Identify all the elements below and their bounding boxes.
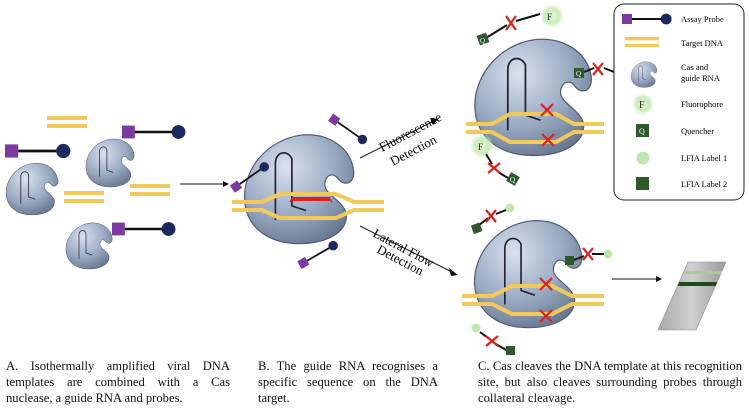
assay-probe-a2	[120, 123, 187, 141]
panel-a-illustration	[3, 116, 187, 270]
quencher-symbol: Q	[480, 37, 485, 45]
legend-target-dna: Target DNA	[681, 38, 724, 48]
caption-a: A. Isothermally amplified viral DNA temp…	[6, 359, 230, 405]
arrow-a-to-b	[180, 181, 229, 187]
assay-probe-a3	[110, 220, 177, 238]
cas-protein-c-top	[473, 38, 593, 157]
arrow-fluorescence	[359, 118, 438, 159]
quencher-icon	[636, 124, 649, 137]
panel-c-fluorescence: Q F Q F Q F	[466, 4, 634, 186]
arrow-lateral-flow	[359, 225, 458, 276]
fluorophore-icon-letter: F	[639, 100, 645, 111]
assay-probe-a1	[3, 142, 72, 160]
target-dna-a2	[130, 184, 170, 196]
legend-fluorophore: Fluorophore	[681, 99, 723, 109]
panel-c-lateral-flow	[462, 203, 727, 355]
quencher-symbol: Q	[576, 70, 581, 78]
quencher-icon-letter: Q	[639, 127, 645, 136]
target-dna-a1	[47, 116, 87, 128]
cas-protein-a3	[65, 222, 113, 270]
cas-protein-a2	[85, 138, 135, 188]
cas-protein-c-bottom	[473, 219, 583, 329]
legend-lfia-label-1: LFIA Label 1	[681, 153, 727, 163]
quencher-symbol: Q	[510, 176, 515, 184]
legend-assay-probe: Assay Probe	[681, 14, 724, 24]
lfia-label-1-icon	[636, 151, 650, 165]
legend-quencher: Quencher	[681, 126, 714, 136]
cas-protein-a1	[5, 162, 59, 216]
lfia-label-2-icon	[636, 177, 649, 190]
lfia-strip	[657, 261, 727, 331]
target-dna-a3	[64, 191, 104, 203]
legend-lfia-label-2: LFIA Label 2	[681, 179, 727, 189]
legend-cas-line1: Cas and	[681, 62, 709, 72]
fluorophore-symbol: F	[547, 12, 552, 22]
cas-protein-b	[243, 133, 355, 245]
legend-cas-line2: guide RNA	[681, 73, 721, 83]
fluorophore-symbol: F	[478, 142, 483, 152]
caption-c: C. Cas cleaves the DNA template at this …	[478, 359, 742, 405]
legend: F Q Assay Probe Target DNA Cas and guide…	[613, 3, 745, 201]
panel-b-illustration	[228, 112, 384, 271]
fluorophore-icon	[632, 93, 654, 115]
caption-b: B. The guide RNA recognises a specific s…	[258, 359, 438, 405]
